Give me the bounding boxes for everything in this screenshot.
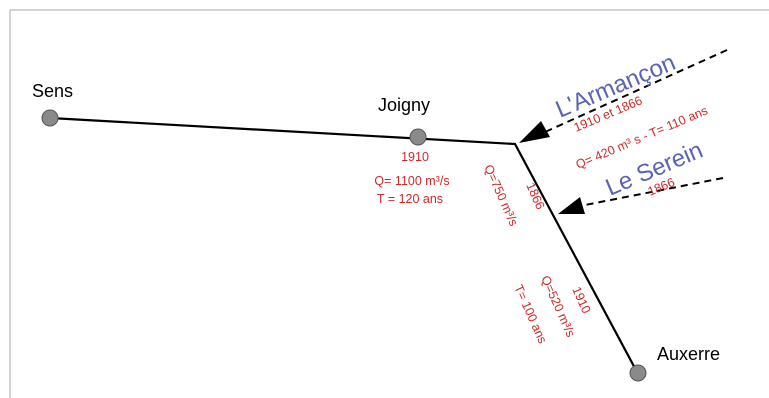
auxerre-flood-year: 1910 <box>569 285 593 316</box>
yonne-river-line <box>49 116 638 373</box>
auxerre-marker <box>629 364 647 382</box>
sens-marker <box>41 109 59 127</box>
joigny-flood-return-period: T = 120 ans <box>377 192 443 206</box>
armancon-arrowhead <box>519 121 550 143</box>
joigny-marker <box>409 128 427 146</box>
auxerre-flood-return-period: T= 100 ans <box>511 283 549 346</box>
auxerre-label: Auxerre <box>657 344 720 364</box>
armancon-tributary-line <box>544 49 728 133</box>
yonne-mid-flood-year: 1866 <box>523 181 547 212</box>
serein-arrowhead <box>558 197 585 214</box>
joigny-flood-flow: Q= 1100 m³/s <box>374 174 449 188</box>
joigny-label: Joigny <box>378 95 430 115</box>
joigny-flood-year: 1910 <box>401 150 429 164</box>
sens-label: Sens <box>32 81 73 101</box>
yonne-mid-flood-flow: Q=750 m³/s <box>481 163 520 229</box>
